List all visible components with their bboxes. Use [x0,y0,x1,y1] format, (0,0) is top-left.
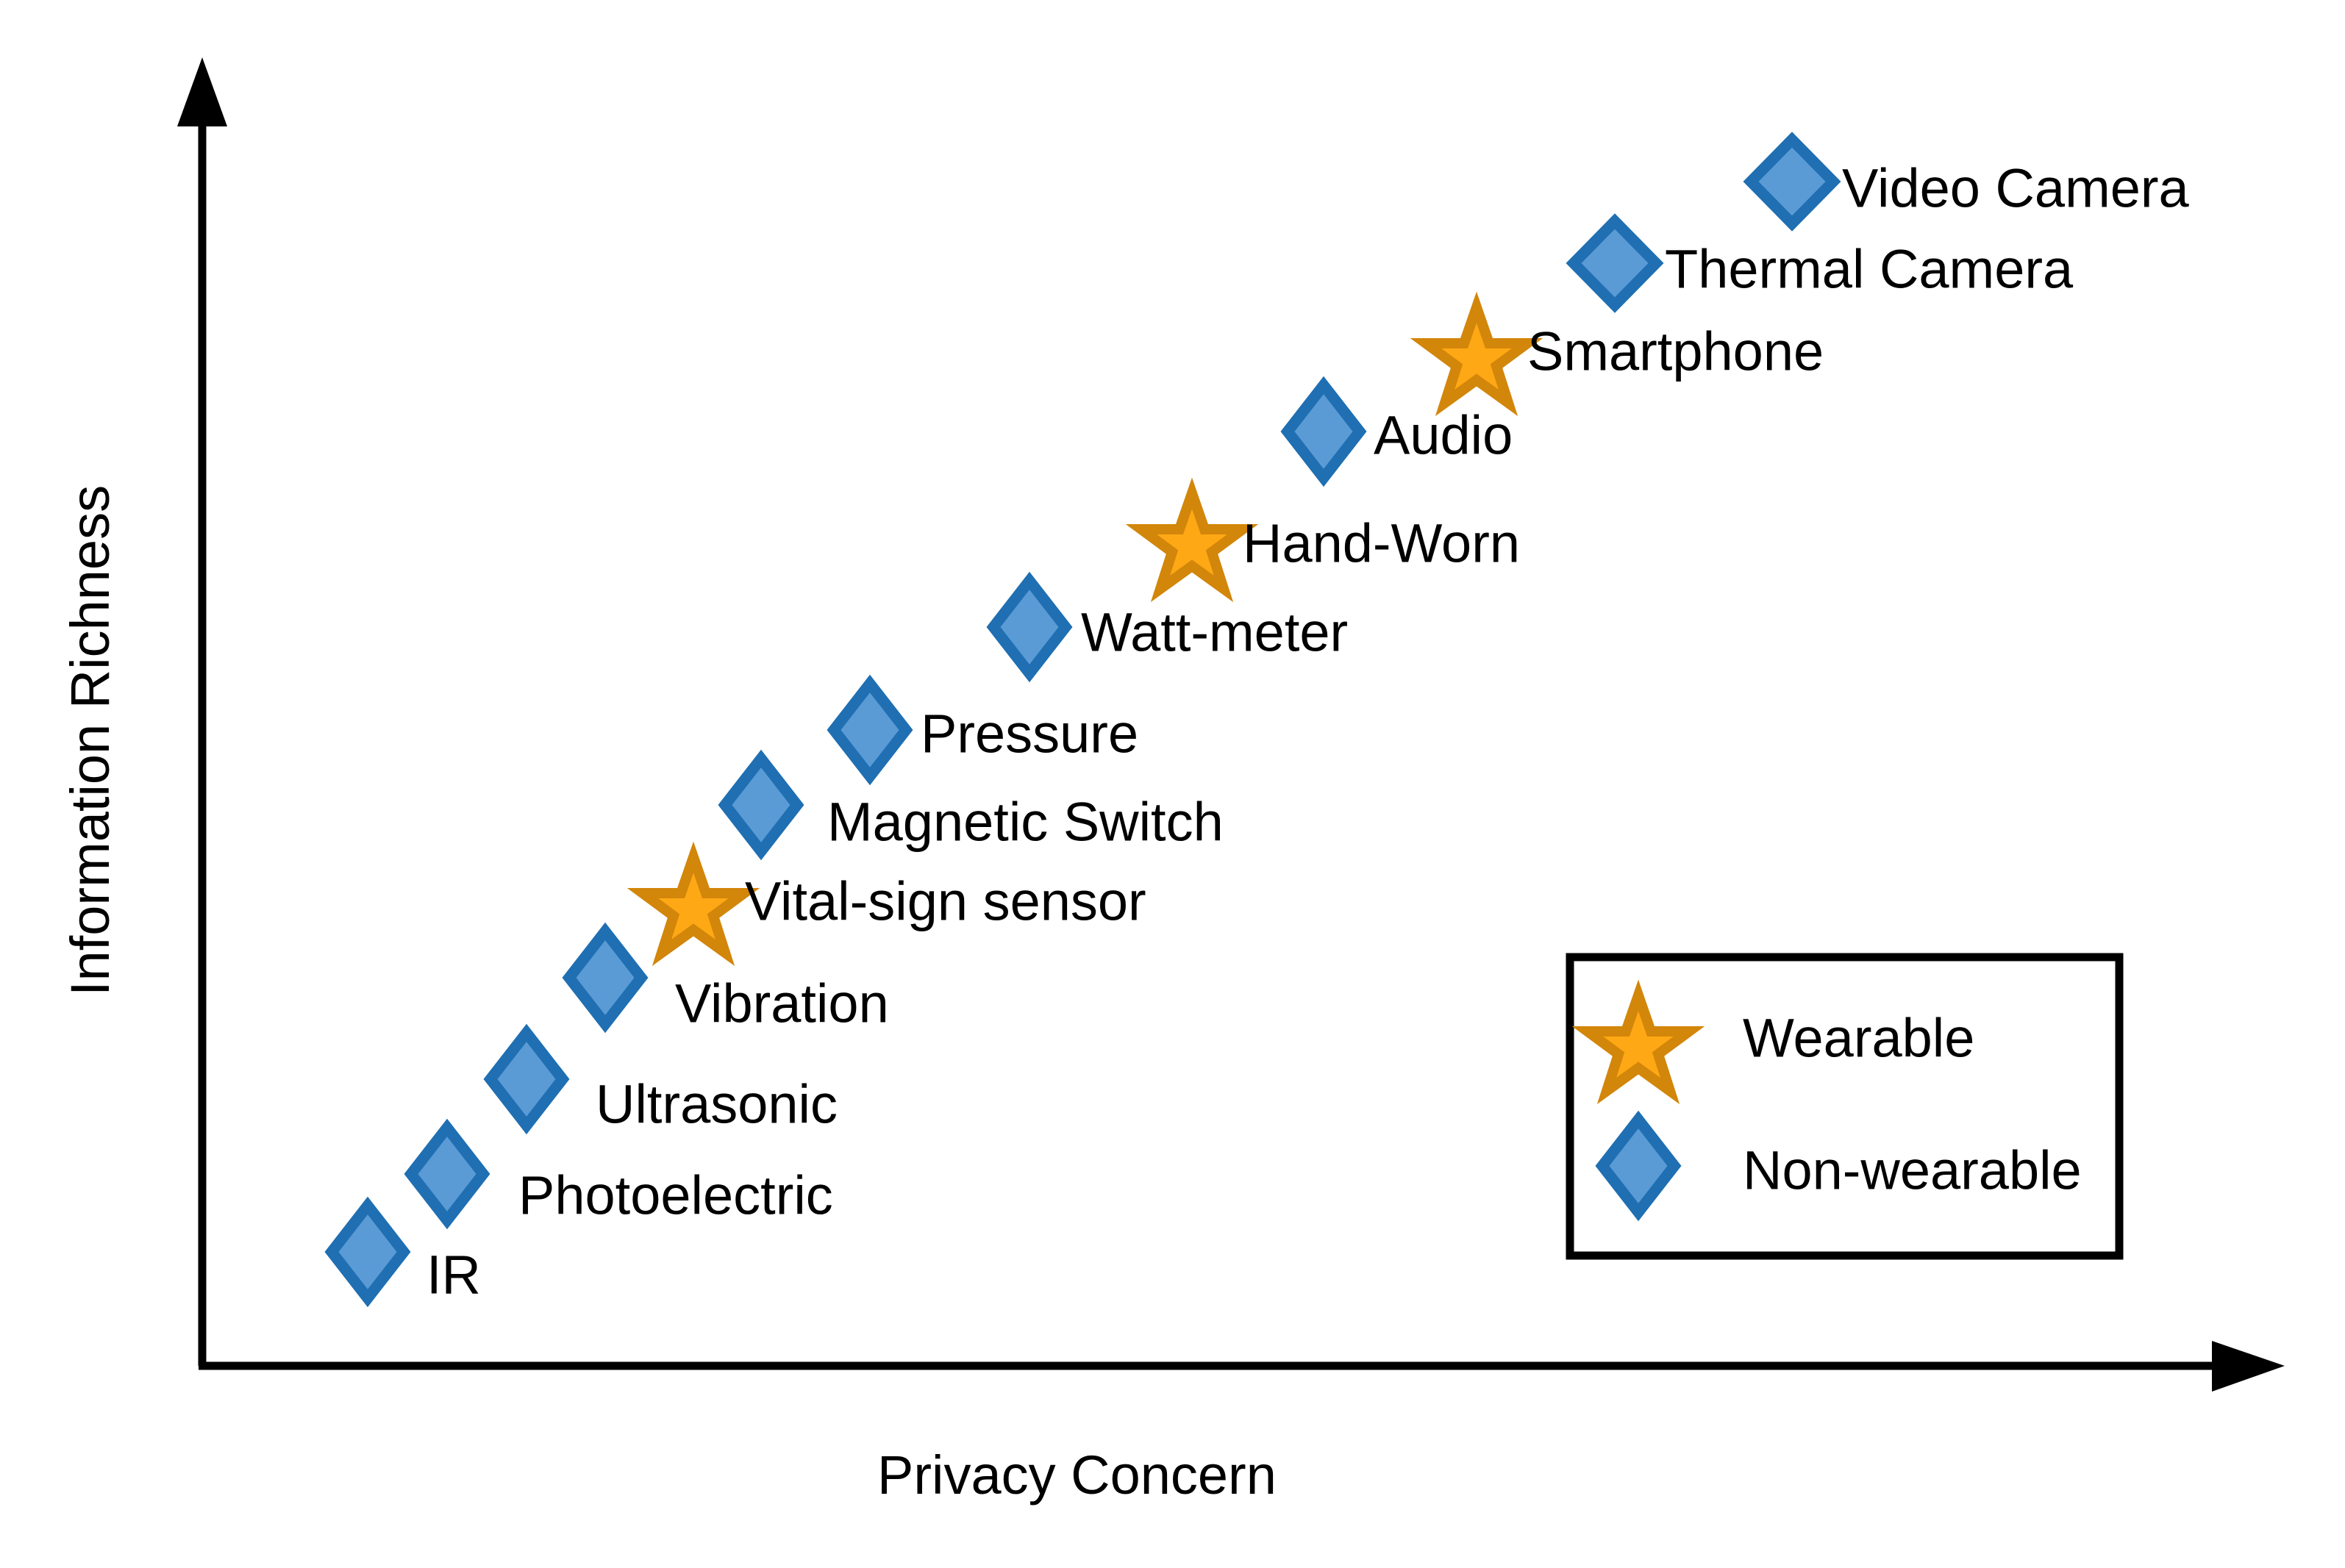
data-point-label: Hand-Worn [1243,513,1520,574]
diamond-marker-icon[interactable] [324,1196,411,1308]
data-point-label: Watt-meter [1081,602,1348,663]
data-point-label: Audio [1374,405,1513,466]
diamond-marker-icon [1595,1110,1682,1222]
x-axis-arrow-icon [2212,1341,2285,1392]
diamond-marker-icon[interactable] [1566,213,1664,313]
star-marker-icon[interactable] [1410,291,1543,417]
data-point-vital-sign-sensor[interactable]: Vital-sign sensor [627,841,1146,967]
data-point-label: Photoelectric [518,1165,833,1226]
data-point-label: Thermal Camera [1665,239,2074,300]
data-point-label: Pressure [921,704,1138,765]
y-axis-title: Information Richness [60,485,121,996]
data-point-ultrasonic[interactable]: Ultrasonic [483,1023,838,1135]
legend-label-non-wearable: Non-wearable [1743,1140,2082,1201]
star-marker-icon [1571,979,1705,1105]
diamond-marker-icon[interactable] [404,1118,490,1230]
data-point-video-camera[interactable]: Video Camera [1743,132,2190,232]
data-point-thermal-camera[interactable]: Thermal Camera [1566,213,2074,313]
data-point-label: Ultrasonic [596,1074,838,1135]
data-point-audio[interactable]: Audio [1280,376,1513,487]
y-axis-arrow-icon [177,57,227,126]
data-points-group: Video Camera Thermal Camera Smartphone A… [324,132,2190,1308]
axes-group [177,57,2285,1392]
diamond-marker-icon[interactable] [827,674,913,786]
diamond-marker-icon[interactable] [562,922,649,1034]
legend-entry-wearable[interactable]: Wearable [1571,979,1974,1105]
diamond-marker-icon[interactable] [483,1023,570,1135]
data-point-label: Smartphone [1527,321,1824,382]
diamond-marker-icon[interactable] [986,571,1073,683]
data-point-label: IR [426,1245,481,1306]
data-point-magnetic-switch[interactable]: Magnetic Switch [718,749,1224,861]
data-point-label: Vital-sign sensor [745,871,1146,932]
data-point-smartphone[interactable]: Smartphone [1410,291,1824,417]
legend-label-wearable: Wearable [1743,1008,1974,1069]
data-point-hand-worn[interactable]: Hand-Worn [1125,477,1520,603]
diamond-marker-icon[interactable] [1743,132,1841,232]
data-point-ir[interactable]: IR [324,1196,481,1308]
star-marker-icon[interactable] [627,841,760,967]
data-point-pressure[interactable]: Pressure [827,674,1138,786]
data-point-label: Magnetic Switch [827,792,1224,853]
legend-box-border [1566,953,2124,1260]
data-point-watt-meter[interactable]: Watt-meter [986,571,1348,683]
star-marker-icon[interactable] [1125,477,1259,603]
x-axis-title: Privacy Concern [877,1445,1277,1506]
data-point-photoelectric[interactable]: Photoelectric [404,1118,833,1230]
diamond-marker-icon[interactable] [718,749,804,861]
data-point-label: Vibration [675,973,889,1034]
data-point-label: Video Camera [1842,158,2190,219]
data-point-vibration[interactable]: Vibration [562,922,889,1034]
legend-entry-non-wearable[interactable]: Non-wearable [1595,1110,2082,1222]
diamond-marker-icon[interactable] [1280,376,1367,487]
legend: Wearable Non-wearable [1566,953,2124,1260]
